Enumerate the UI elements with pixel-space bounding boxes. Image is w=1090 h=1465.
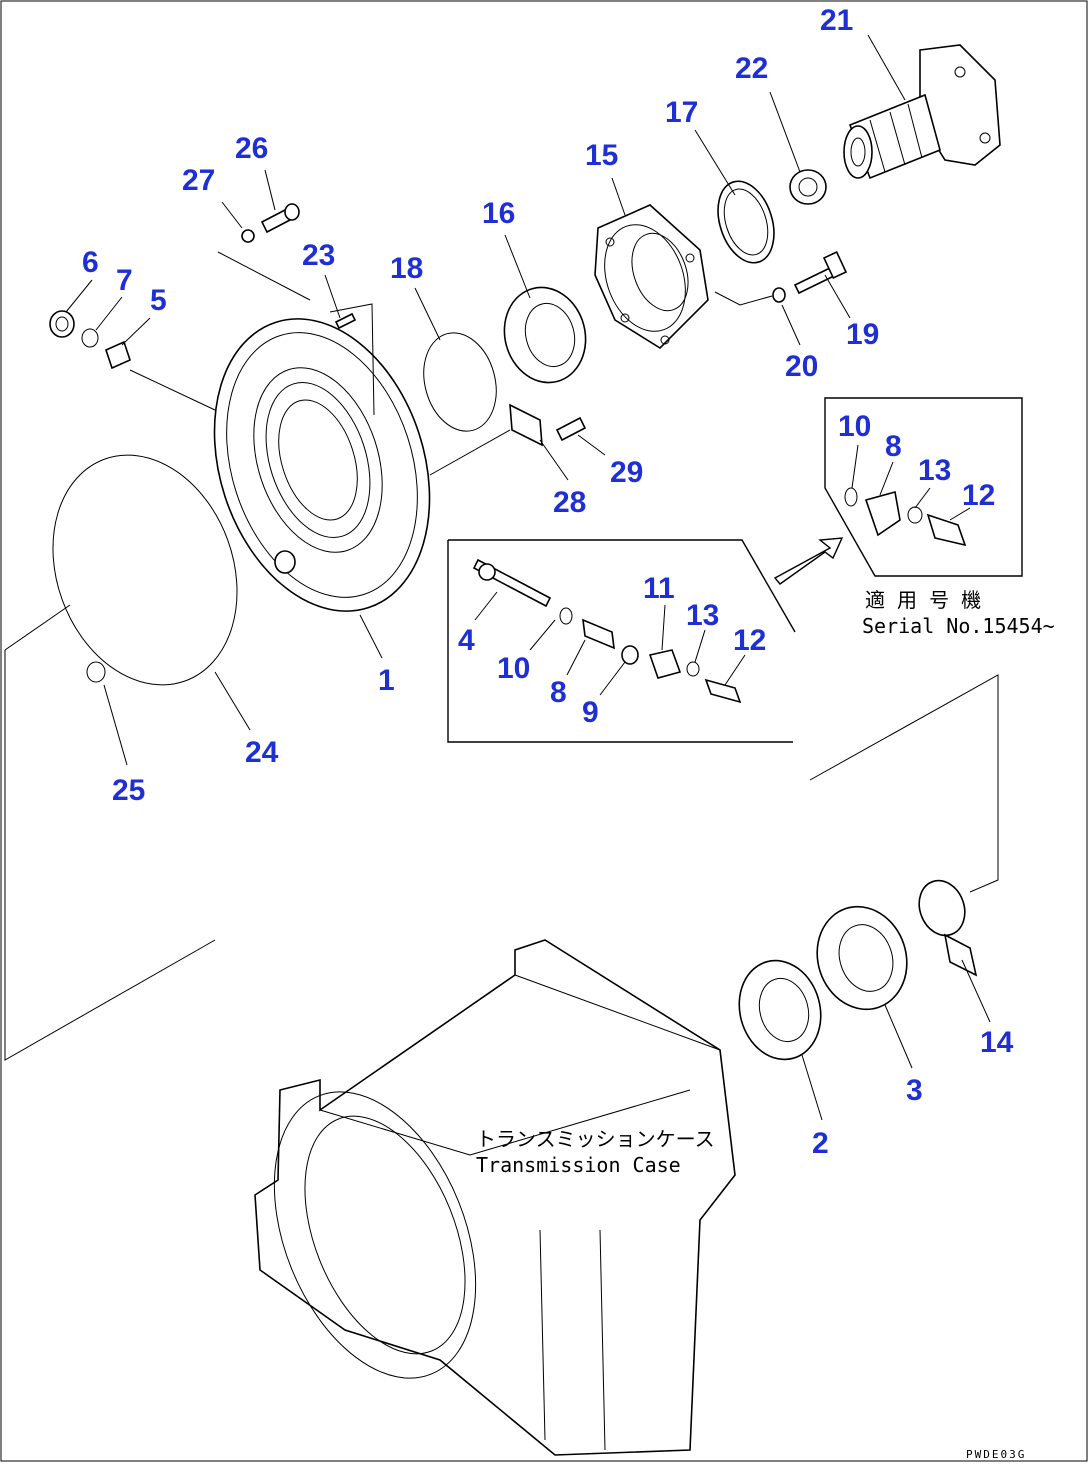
callout-24: 24 [245, 736, 279, 769]
callout-28: 28 [553, 486, 586, 519]
part-15-bearing-cage [594, 204, 709, 350]
part-3-bearing [816, 905, 908, 1011]
callout-12-lower: 12 [733, 624, 766, 657]
drawing-code: PWDE03G [966, 1448, 1026, 1461]
case-label-english: Transmission Case [476, 1153, 681, 1177]
part-17-ring [717, 180, 775, 264]
callout-10-upper: 10 [838, 410, 871, 443]
callout-27: 27 [182, 164, 215, 197]
callout-1: 1 [378, 664, 395, 697]
part-13-washer-lower [686, 661, 700, 677]
part-21-output-shaft [843, 44, 1001, 180]
callout-26: 26 [235, 132, 268, 165]
callout-11: 11 [643, 572, 675, 605]
callout-18: 18 [390, 252, 423, 285]
part-16-bearing [503, 286, 587, 384]
part-28-bracket [509, 403, 543, 447]
callout-16: 16 [482, 197, 515, 230]
part-12-bolt-upper [926, 513, 967, 547]
part-5-plug [105, 340, 131, 370]
part-13-washer-upper [907, 506, 923, 524]
callout-12-upper: 12 [962, 479, 995, 512]
part-8-sleeve-upper [864, 490, 901, 537]
part-10-o-ring-lower [559, 607, 573, 625]
part-1-cover [213, 318, 431, 612]
reference-arrow [773, 537, 844, 585]
callout-20: 20 [785, 350, 818, 383]
part-12-bolt-lower [704, 678, 742, 704]
part-2-bearing [738, 959, 822, 1061]
part-29-bolt [555, 416, 587, 442]
serial-note-japanese: 適 用 号 機 [865, 588, 981, 612]
part-7-o-ring [81, 328, 99, 348]
part-20-washer [772, 287, 786, 303]
callout-14: 14 [980, 1026, 1014, 1059]
part-14-retainer [918, 879, 978, 977]
part-26-bolt [260, 203, 300, 234]
callout-2: 2 [812, 1127, 829, 1160]
callout-9: 9 [582, 696, 599, 729]
detail-box-lower [447, 539, 796, 743]
leader-lines [4, 34, 999, 1121]
callout-10-lower: 10 [497, 652, 530, 685]
part-19-bolt [793, 251, 848, 295]
callout-23: 23 [302, 239, 335, 272]
part-23-pin [334, 312, 357, 330]
part-10-o-ring-upper [844, 487, 858, 507]
serial-note-english: Serial No.15454~ [862, 614, 1055, 638]
part-22-bearing [789, 169, 827, 205]
part-18-o-ring [423, 332, 497, 432]
callout-19: 19 [846, 318, 879, 351]
part-27-washer [241, 229, 255, 243]
part-11-plate [648, 649, 682, 679]
callout-13-upper: 13 [918, 454, 951, 487]
part-4-rod [472, 558, 552, 608]
callout-29: 29 [610, 456, 643, 489]
callout-15: 15 [585, 139, 618, 172]
detail-box-upper [824, 397, 1023, 577]
transmission-case [254, 939, 736, 1456]
case-label-japanese: トランスミッションケース [476, 1127, 715, 1151]
callout-17: 17 [665, 96, 698, 129]
callout-13-lower: 13 [686, 599, 719, 632]
callout-6: 6 [82, 246, 99, 279]
part-24-gasket [52, 454, 238, 686]
part-8-sleeve-lower [582, 618, 615, 650]
callout-5: 5 [150, 284, 167, 317]
callout-4: 4 [458, 624, 475, 657]
callout-7: 7 [116, 264, 133, 297]
callout-3: 3 [906, 1074, 923, 1107]
callout-25: 25 [112, 774, 145, 807]
callout-8-lower: 8 [550, 676, 567, 709]
part-25-o-ring [86, 661, 106, 683]
callout-21: 21 [820, 4, 853, 37]
part-6-plug [49, 310, 75, 338]
part-9-washer [621, 645, 639, 665]
callout-8-upper: 8 [885, 430, 902, 463]
callout-22: 22 [735, 52, 768, 85]
callout-labels: 21 22 17 15 16 26 27 23 18 6 7 5 19 20 2… [82, 4, 1014, 1160]
